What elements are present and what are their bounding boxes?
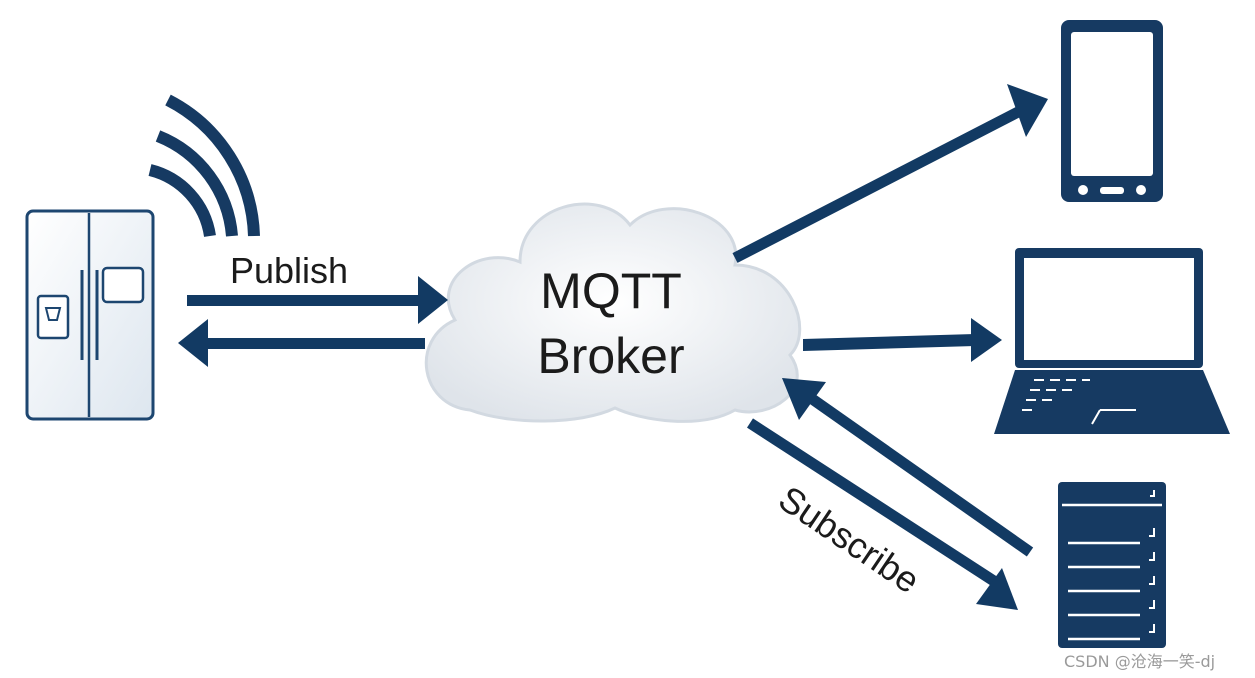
watermark-text: CSDN @沧海一笑-dj [1064, 652, 1216, 671]
server-to-broker-arrow [782, 378, 1034, 557]
return-arrow [178, 319, 425, 367]
smartphone-icon [1061, 20, 1163, 202]
broker-to-phone-arrow [732, 84, 1048, 263]
refrigerator-icon [25, 209, 155, 421]
mqtt-broker-cloud: MQTT Broker [424, 202, 802, 423]
laptop-icon [994, 248, 1230, 434]
publish-arrow [187, 276, 448, 324]
broker-label-line2: Broker [537, 328, 684, 384]
broker-label-line1: MQTT [540, 263, 682, 319]
broker-to-laptop-arrow [803, 318, 1002, 362]
publish-label: Publish [230, 250, 348, 291]
server-rack-icon [1058, 482, 1166, 648]
broker-to-server-arrow [747, 418, 1018, 610]
subscribe-label: Subscribe [772, 478, 928, 602]
wifi-signal-icon [148, 94, 260, 238]
